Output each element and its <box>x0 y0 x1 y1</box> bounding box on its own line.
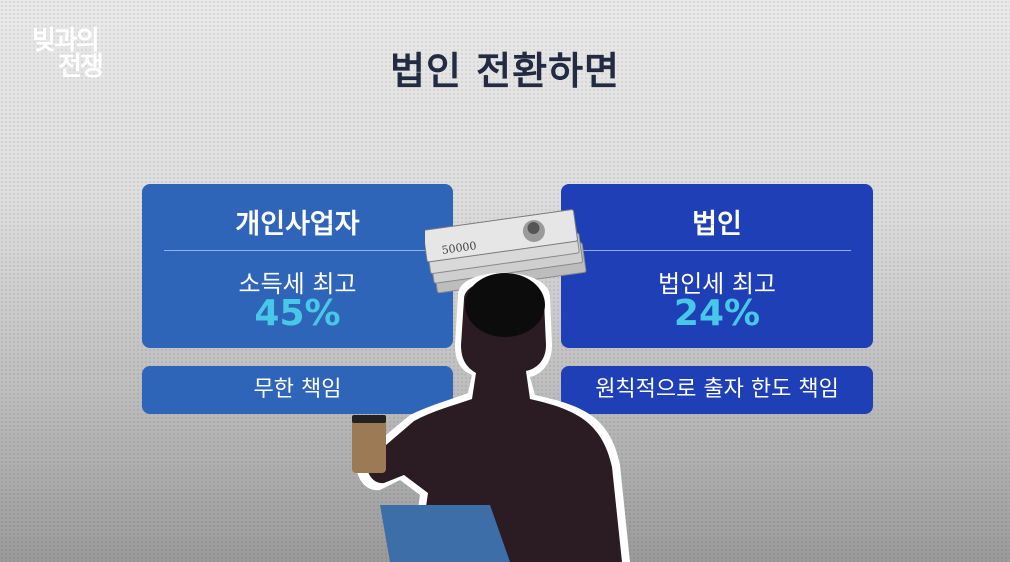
tax-rate: 45% <box>254 293 341 334</box>
divider <box>583 250 851 251</box>
tax-rate: 24% <box>673 293 761 334</box>
tax-label: 소득세 최고 <box>238 270 357 298</box>
logo-line-2: 전쟁 <box>58 52 104 82</box>
divider <box>164 250 431 251</box>
logo-line-1: 빚과의 <box>32 26 100 56</box>
individual-business-card: 개인사업자 소득세 최고 45% <box>142 184 453 348</box>
page-title: 법인 전환하면 <box>390 49 620 93</box>
corporation-liability-card: 원칙적으로 출자 한도 책임 <box>561 366 873 414</box>
corporation-card: 법인 법인세 최고 24% <box>561 184 873 348</box>
liability-text: 무한 책임 <box>253 377 342 402</box>
svg-text:50000: 50000 <box>441 239 477 257</box>
person-silhouette <box>352 272 630 562</box>
clipboard-icon <box>380 505 510 562</box>
channel-logo: 빚과의 전쟁 <box>32 26 104 82</box>
individual-liability-card: 무한 책임 <box>142 366 453 414</box>
coffee-cup-icon <box>352 415 386 473</box>
tax-label: 법인세 최고 <box>657 270 777 298</box>
liability-text: 원칙적으로 출자 한도 책임 <box>595 377 839 402</box>
card-heading: 개인사업자 <box>235 209 360 240</box>
card-heading: 법인 <box>692 209 742 240</box>
